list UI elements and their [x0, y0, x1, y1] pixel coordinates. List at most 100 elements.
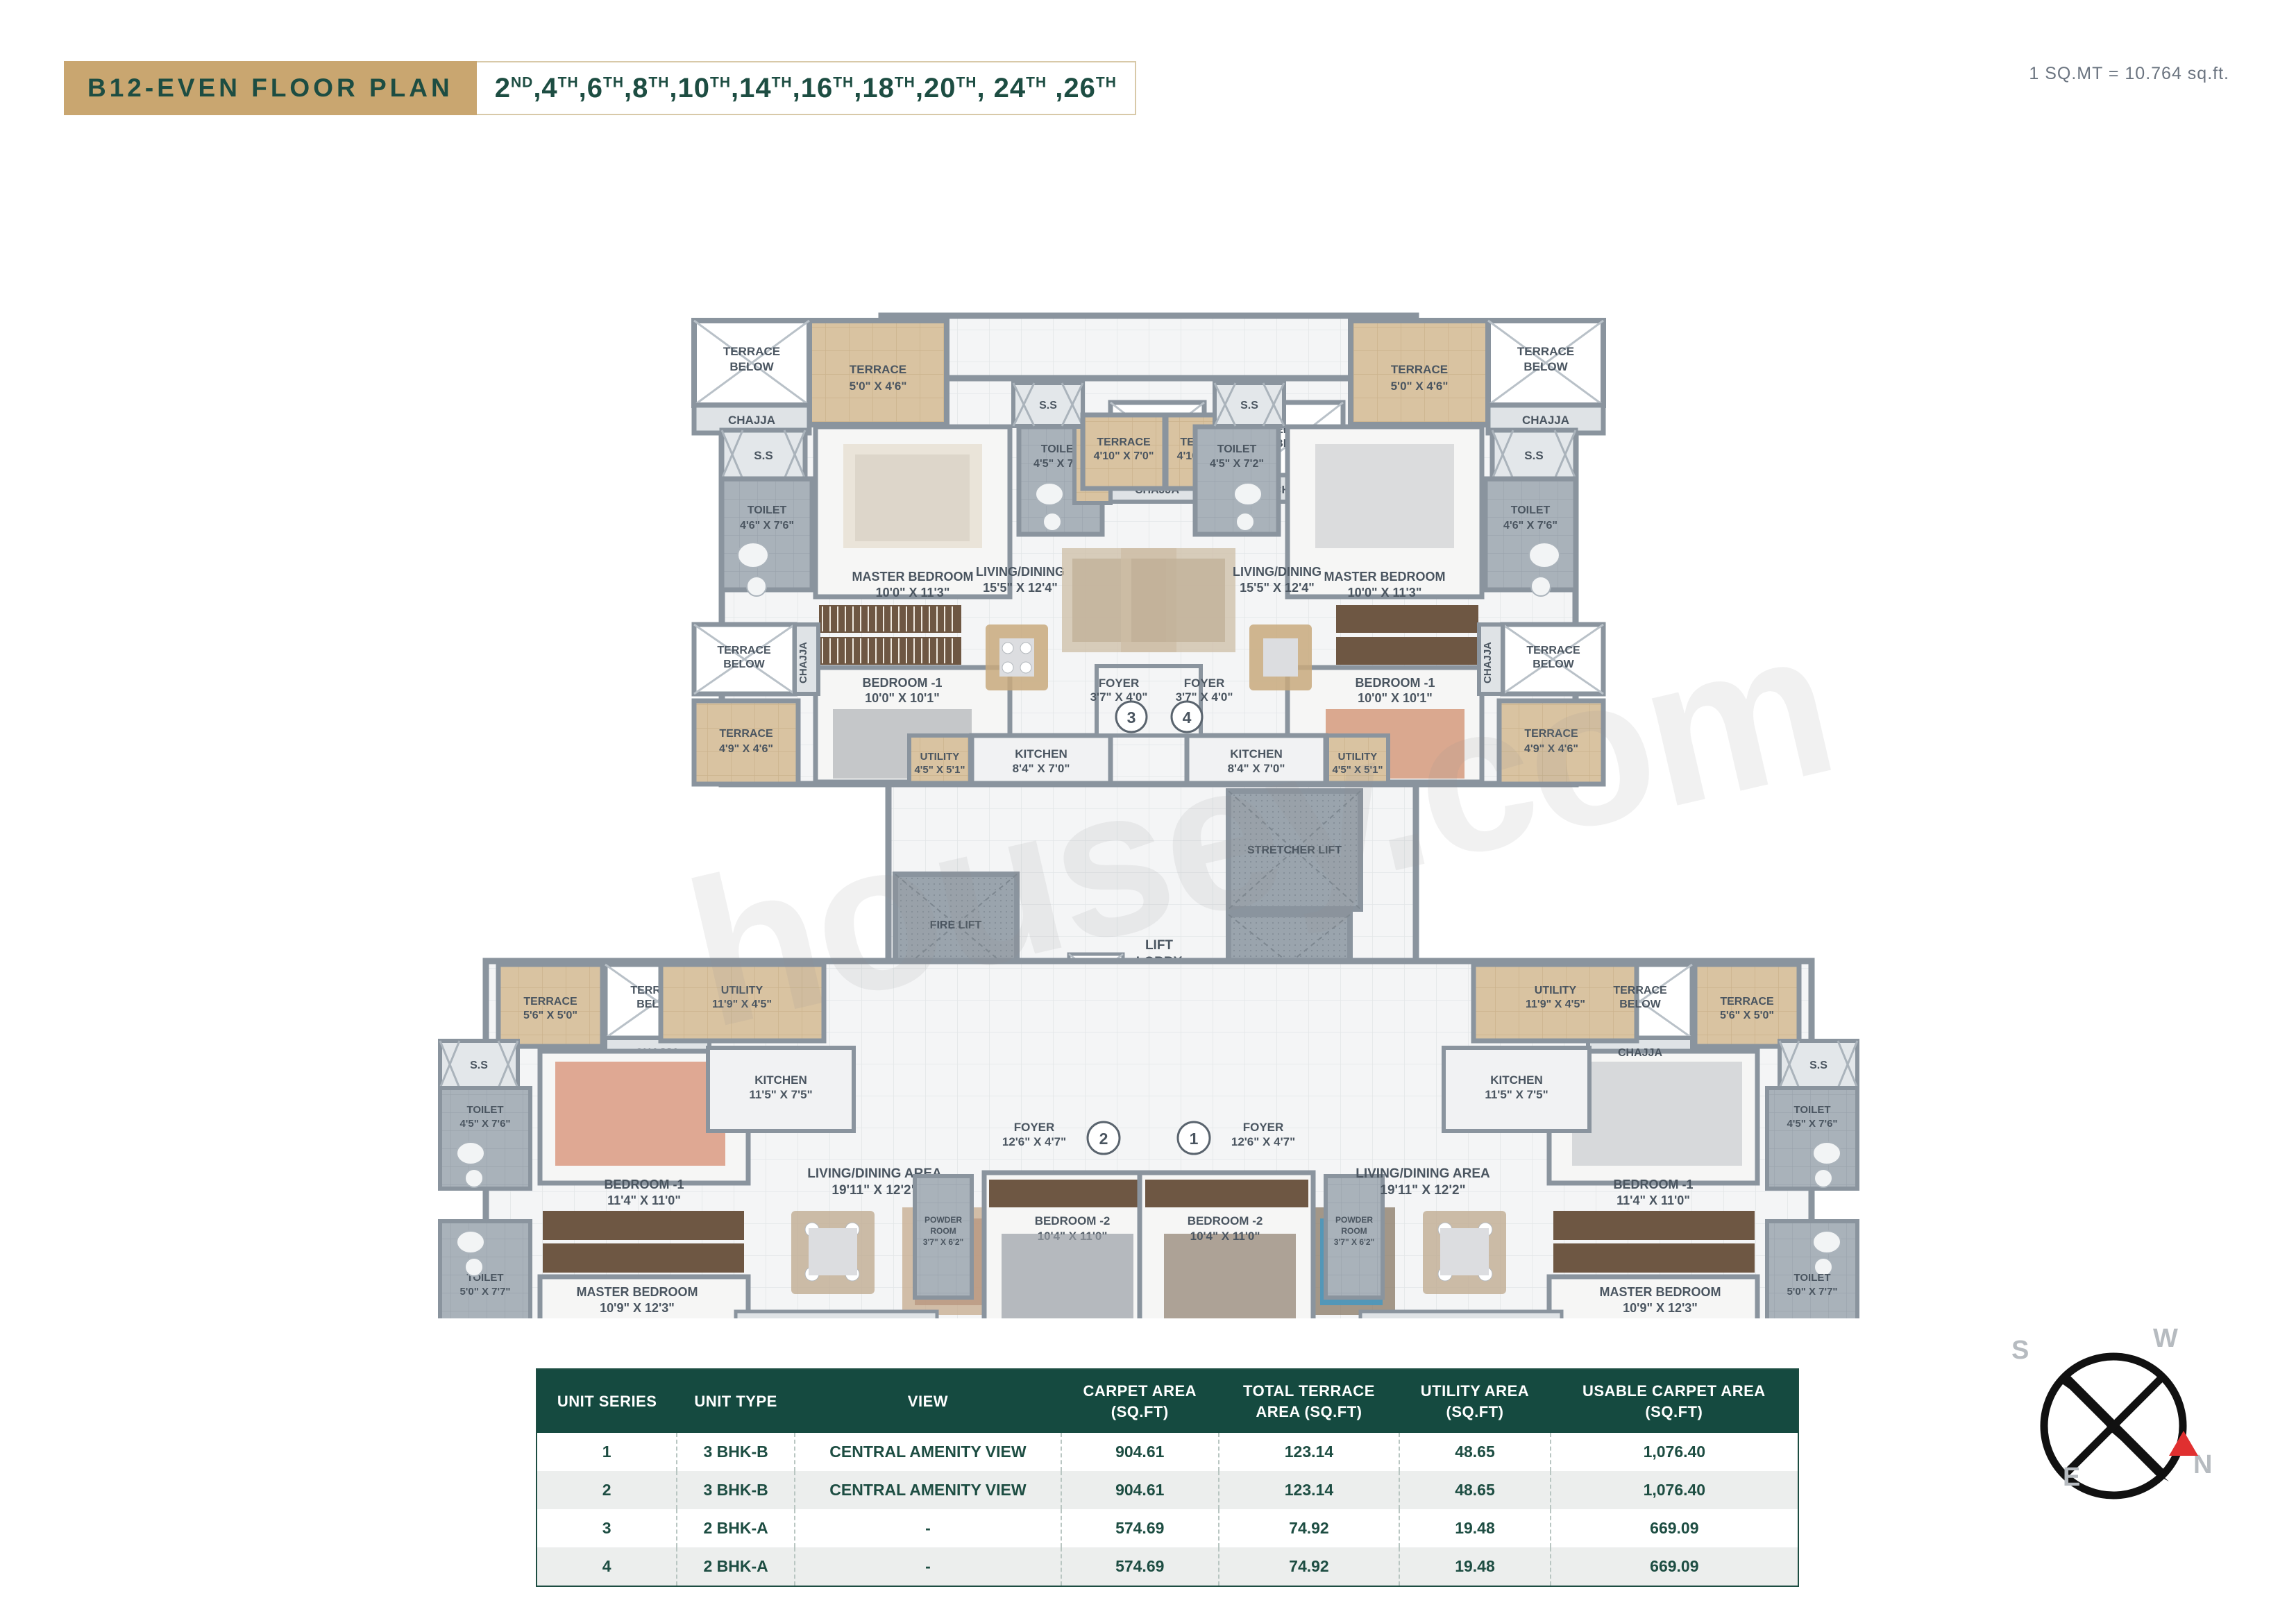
svg-text:TOILET: TOILET	[1217, 443, 1257, 455]
svg-text:ROOM: ROOM	[1341, 1226, 1367, 1236]
svg-text:10'0" X 11'3": 10'0" X 11'3"	[1348, 586, 1422, 600]
floors-list-tab: 2ND,4TH,6TH,8TH,10TH,14TH,16TH,18TH,20TH…	[476, 61, 1136, 115]
svg-text:8'4" X 7'0": 8'4" X 7'0"	[1228, 762, 1285, 775]
table-row: 4 2 BHK-A - 574.69 74.92 19.48 669.09	[537, 1547, 1798, 1587]
cell-utility-area: 48.65	[1399, 1471, 1551, 1510]
svg-text:3'7" X 4'0": 3'7" X 4'0"	[1090, 690, 1148, 704]
col-unit-type: UNIT TYPE	[677, 1369, 795, 1434]
svg-text:10'0" X 11'3": 10'0" X 11'3"	[876, 586, 950, 600]
svg-text:BELOW: BELOW	[1523, 360, 1568, 373]
svg-text:BEDROOM -2: BEDROOM -2	[1035, 1214, 1111, 1227]
svg-text:LIVING/DINING AREA: LIVING/DINING AREA	[1356, 1166, 1490, 1181]
floors-label: 2ND,4TH,6TH,8TH,10TH,14TH,16TH,18TH,20TH…	[494, 72, 1117, 103]
svg-text:11'5" X 7'5": 11'5" X 7'5"	[1485, 1088, 1548, 1101]
svg-text:S.S: S.S	[470, 1060, 488, 1071]
svg-text:STRETCHER LIFT: STRETCHER LIFT	[1247, 844, 1342, 856]
svg-text:UTILITY: UTILITY	[1535, 985, 1577, 996]
svg-text:CHAJJA: CHAJJA	[1522, 414, 1569, 427]
svg-text:CHAJJA: CHAJJA	[1482, 642, 1494, 683]
svg-text:10'4" X 11'0": 10'4" X 11'0"	[1190, 1230, 1260, 1243]
col-usable-carpet-area: USABLE CARPET AREA(SQ.FT)	[1550, 1369, 1798, 1434]
svg-text:4'9" X 4'6": 4'9" X 4'6"	[719, 743, 773, 755]
svg-text:10'0" X 10'1": 10'0" X 10'1"	[865, 691, 940, 705]
svg-text:S.S: S.S	[754, 449, 773, 462]
svg-text:CHAJJA: CHAJJA	[797, 642, 809, 683]
svg-text:19'11" X 12'2": 19'11" X 12'2"	[1380, 1183, 1465, 1198]
floor-plan-drawing: TERRACE 5'0" X 4'6" TERRACE BELOW CHAJJA…	[0, 139, 2296, 1318]
cell-carpet-area: 574.69	[1061, 1509, 1219, 1548]
cell-terrace-area: 123.14	[1218, 1471, 1401, 1510]
svg-text:KITCHEN: KITCHEN	[1490, 1073, 1543, 1087]
svg-text:8'4" X 7'0": 8'4" X 7'0"	[1013, 762, 1070, 775]
svg-text:10'9" X 12'3": 10'9" X 12'3"	[1623, 1301, 1698, 1315]
svg-text:4'9" X 4'6": 4'9" X 4'6"	[1524, 743, 1578, 755]
cell-carpet-area: 574.69	[1061, 1547, 1219, 1587]
cell-unit-type: 2 BHK-A	[677, 1509, 795, 1548]
svg-text:MASTER BEDROOM: MASTER BEDROOM	[577, 1285, 698, 1299]
table-row: 1 3 BHK-B CENTRAL AMENITY VIEW 904.61 12…	[537, 1433, 1798, 1472]
svg-text:TOILET: TOILET	[1793, 1272, 1830, 1284]
cell-terrace-area: 123.14	[1218, 1433, 1401, 1472]
cell-view: CENTRAL AMENITY VIEW	[794, 1471, 1062, 1510]
svg-text:BELOW: BELOW	[1619, 999, 1661, 1010]
plan-title-tab: B12-EVEN FLOOR PLAN	[64, 61, 477, 115]
cell-view: -	[794, 1509, 1062, 1548]
svg-text:MASTER BEDROOM: MASTER BEDROOM	[1600, 1285, 1721, 1299]
svg-text:11'9" X 4'5": 11'9" X 4'5"	[712, 999, 772, 1010]
svg-text:MASTER BEDROOM: MASTER BEDROOM	[1324, 570, 1446, 584]
svg-text:TERRACE: TERRACE	[723, 345, 780, 358]
col-utility-area: UTILITY AREA(SQ.FT)	[1399, 1369, 1551, 1434]
cell-carpet-area: 904.61	[1061, 1471, 1219, 1510]
svg-text:UTILITY: UTILITY	[1338, 751, 1378, 763]
svg-text:TERRACE: TERRACE	[1526, 645, 1580, 656]
svg-text:5'0" X 4'6": 5'0" X 4'6"	[1391, 380, 1449, 393]
svg-text:4'5" X 7'6": 4'5" X 7'6"	[1787, 1118, 1837, 1130]
svg-text:TOILET: TOILET	[466, 1104, 503, 1116]
col-carpet-area: CARPET AREA(SQ.FT)	[1061, 1369, 1219, 1434]
svg-text:BEDROOM -1: BEDROOM -1	[1613, 1178, 1693, 1191]
north-arrow-icon	[2169, 1431, 2198, 1456]
table-row: 3 2 BHK-A - 574.69 74.92 19.48 669.09	[537, 1509, 1798, 1548]
svg-text:CHAJJA: CHAJJA	[728, 414, 775, 427]
svg-text:5'0" X 7'7": 5'0" X 7'7"	[459, 1286, 510, 1298]
unit-details-table: UNIT SERIES UNIT TYPE VIEW CARPET AREA(S…	[536, 1368, 1799, 1588]
svg-text:LIFT: LIFT	[1145, 938, 1173, 953]
svg-text:S.S: S.S	[1809, 1060, 1827, 1071]
cell-view: CENTRAL AMENITY VIEW	[794, 1433, 1062, 1472]
svg-text:5'0" X 7'7": 5'0" X 7'7"	[1787, 1286, 1837, 1298]
cell-unit-type: 2 BHK-A	[677, 1547, 795, 1587]
svg-text:TERRACE: TERRACE	[850, 363, 906, 376]
svg-text:11'4" X 11'0": 11'4" X 11'0"	[1617, 1193, 1690, 1207]
svg-text:5'0" X 4'6": 5'0" X 4'6"	[850, 380, 907, 393]
svg-text:4'6" X 7'6": 4'6" X 7'6"	[1503, 520, 1558, 532]
svg-text:2: 2	[1099, 1130, 1108, 1148]
svg-text:FIRE LIFT: FIRE LIFT	[930, 919, 982, 931]
svg-text:UTILITY: UTILITY	[721, 985, 763, 996]
svg-text:FOYER: FOYER	[1184, 677, 1225, 690]
svg-text:3'7" X 6'2": 3'7" X 6'2"	[923, 1237, 963, 1247]
col-unit-type-label: UNIT TYPE	[694, 1392, 777, 1410]
page-title: B12-EVEN FLOOR PLAN	[87, 74, 453, 102]
cell-carpet-area: 904.61	[1061, 1433, 1219, 1472]
svg-text:12'6" X 4'7": 12'6" X 4'7"	[1231, 1135, 1295, 1148]
svg-text:4'6" X 7'6": 4'6" X 7'6"	[740, 520, 794, 532]
svg-text:5'6" X 5'0": 5'6" X 5'0"	[523, 1010, 577, 1021]
svg-text:TERRACE: TERRACE	[717, 645, 771, 656]
cell-terrace-area: 74.92	[1218, 1509, 1401, 1548]
compass-rose: S W E N	[1999, 1324, 2235, 1527]
svg-text:TERRACE: TERRACE	[1517, 345, 1574, 358]
svg-text:TOILET: TOILET	[1511, 504, 1551, 516]
compass-label-east: E	[2063, 1463, 2081, 1492]
svg-text:TERRACE: TERRACE	[1524, 728, 1578, 740]
svg-text:ROOM: ROOM	[930, 1226, 956, 1236]
svg-text:TERRACE: TERRACE	[1613, 985, 1667, 996]
col-view-label: VIEW	[907, 1392, 949, 1410]
compass-label-south: S	[2011, 1336, 2029, 1365]
svg-text:KITCHEN: KITCHEN	[754, 1073, 807, 1087]
cell-terrace-area: 74.92	[1218, 1547, 1401, 1587]
svg-text:FOYER: FOYER	[1099, 677, 1140, 690]
svg-text:POWDER: POWDER	[925, 1215, 962, 1225]
cell-unit-series: 1	[537, 1433, 678, 1472]
svg-text:BEDROOM -2: BEDROOM -2	[1188, 1214, 1263, 1227]
svg-text:TERRACE: TERRACE	[1391, 363, 1448, 376]
